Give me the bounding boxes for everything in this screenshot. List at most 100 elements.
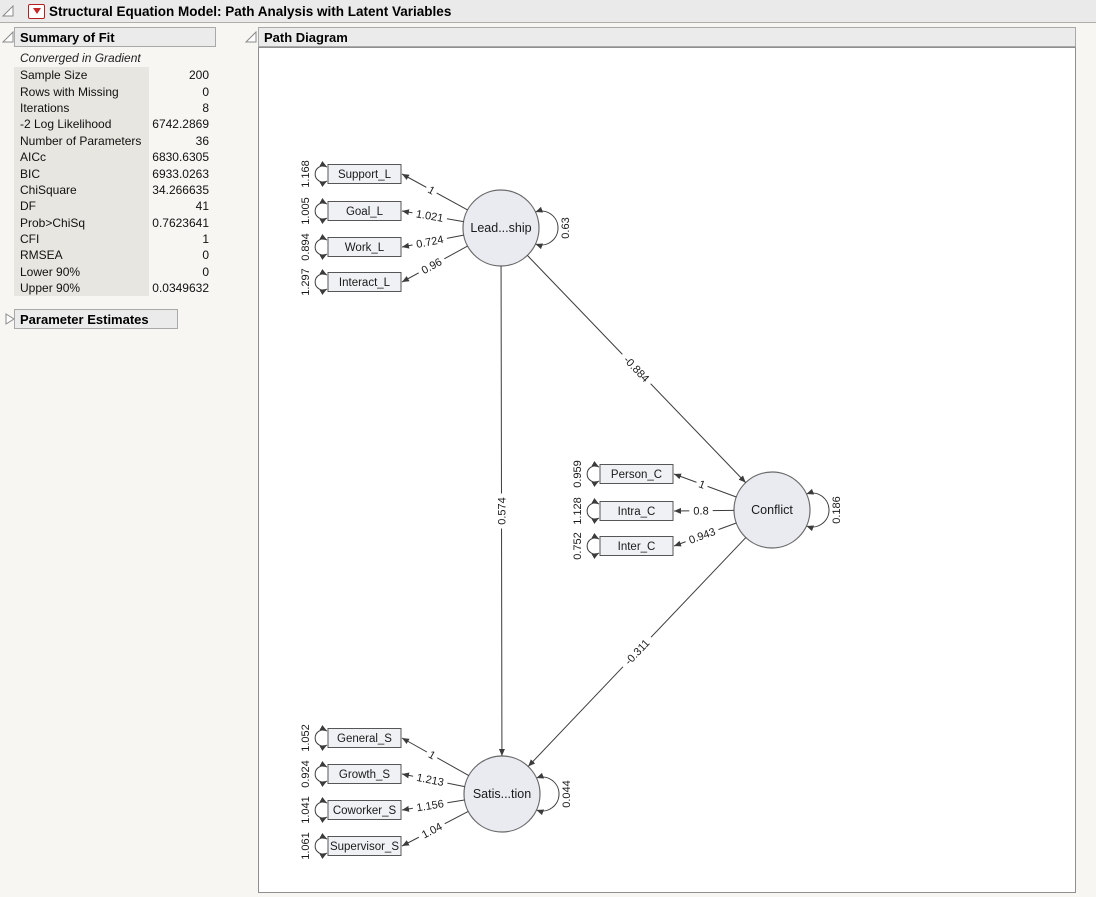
indicator-label-person_c: Person_C <box>611 469 662 481</box>
variance-loop-leadership[interactable] <box>535 206 559 250</box>
fit-row-value: 0 <box>202 248 209 263</box>
fit-row-label: Sample Size <box>14 67 149 84</box>
indicator-box-supervisor_s[interactable] <box>327 836 402 856</box>
error-loop-interact_l[interactable] <box>314 268 328 296</box>
loading-edge-growth_s-label: 1.213 <box>415 772 444 789</box>
fit-row: Lower 90%0 <box>14 263 211 281</box>
indicator-box-person_c[interactable] <box>599 464 674 484</box>
regression-leadership-to-conflict-label: -0.884 <box>621 354 651 385</box>
parameter-estimates-header[interactable]: Parameter Estimates <box>14 309 178 329</box>
fit-row-label: Prob>ChiSq <box>14 214 149 231</box>
indicator-box-growth_s[interactable] <box>327 764 402 784</box>
fit-row-value: 6933.0263 <box>152 166 209 181</box>
indicator-label-coworker_s: Coworker_S <box>333 805 397 817</box>
fit-row-label: RMSEA <box>14 247 149 264</box>
summary-disclosure-open-icon[interactable] <box>2 31 14 43</box>
error-label-supervisor_s: 1.061 <box>300 832 312 860</box>
variance-label-leadership: 0.63 <box>560 217 572 238</box>
red-hotspot-menu-icon[interactable] <box>28 3 45 19</box>
summary-of-fit-header[interactable]: Summary of Fit <box>14 27 216 47</box>
indicator-box-general_s[interactable] <box>327 728 402 748</box>
indicator-label-interact_l: Interact_L <box>339 277 391 289</box>
indicator-label-intra_c: Intra_C <box>618 506 656 518</box>
loading-edge-goal_l-label: 1.021 <box>415 208 444 225</box>
indicator-label-goal_l: Goal_L <box>346 206 384 218</box>
fit-row-value: 36 <box>195 133 209 148</box>
error-loop-intra_c[interactable] <box>586 497 600 525</box>
loading-edge-work_l-label: 0.724 <box>415 234 444 251</box>
indicator-box-coworker_s[interactable] <box>327 800 402 820</box>
loading-edge-inter_c-label: 0.943 <box>687 526 717 547</box>
loading-edge-coworker_s-label: 1.156 <box>416 798 445 814</box>
regression-conflict-to-satisfaction-label: -0.311 <box>623 637 653 667</box>
indicator-label-support_l: Support_L <box>338 169 392 181</box>
error-loop-goal_l[interactable] <box>314 197 328 225</box>
fit-row-value: 34.266635 <box>152 182 209 197</box>
fit-row-label: DF <box>14 198 149 215</box>
error-label-intra_c: 1.128 <box>572 497 584 525</box>
error-loop-supervisor_s[interactable] <box>314 832 328 860</box>
loading-edge-intra_c-label: 0.8 <box>693 505 708 517</box>
regression-leadership-to-satisfaction-label: 0.574 <box>496 497 508 525</box>
fit-row-label: BIC <box>14 165 149 182</box>
parameter-estimates-title: Parameter Estimates <box>20 311 149 327</box>
fit-row-label: Rows with Missing <box>14 83 149 100</box>
error-loop-growth_s[interactable] <box>314 760 328 788</box>
fit-row-value: 200 <box>188 68 209 83</box>
latent-label-leadership: Lead...ship <box>470 221 531 235</box>
error-loop-inter_c[interactable] <box>586 532 600 560</box>
variance-loop-satisfaction[interactable] <box>536 772 560 816</box>
loading-edge-person_c-label: 1 <box>697 478 707 491</box>
indicator-box-work_l[interactable] <box>327 237 402 257</box>
latent-label-conflict: Conflict <box>751 503 793 517</box>
path-diagram-header[interactable]: Path Diagram <box>258 27 1076 47</box>
error-loop-support_l[interactable] <box>314 160 328 188</box>
report-title-bar: Structural Equation Model: Path Analysis… <box>0 0 1096 23</box>
error-loop-coworker_s[interactable] <box>314 796 328 824</box>
variance-loop-conflict[interactable] <box>806 488 830 532</box>
fit-row-value: 1 <box>202 232 209 247</box>
fit-row: Sample Size 200 <box>14 67 211 84</box>
path-diagram-title: Path Diagram <box>264 29 348 45</box>
indicator-box-interact_l[interactable] <box>327 272 402 292</box>
fit-row-value: 0.0349632 <box>152 281 209 296</box>
fit-row-value: 0 <box>202 264 209 279</box>
loading-edge-general_s-label: 1 <box>426 749 437 762</box>
fit-row-value: 6742.2869 <box>152 117 209 132</box>
fit-row-label: ChiSquare <box>14 181 149 199</box>
fit-row-value: 6830.6305 <box>152 150 209 165</box>
fit-row-value: 8 <box>202 100 209 115</box>
variance-label-conflict: 0.186 <box>831 496 843 524</box>
fit-row: DF 41 <box>14 198 211 215</box>
indicator-label-supervisor_s: Supervisor_S <box>330 841 399 853</box>
fit-row-value: 41 <box>195 199 209 214</box>
fit-row-label: CFI <box>14 230 149 248</box>
error-loop-person_c[interactable] <box>586 460 600 488</box>
error-loop-general_s[interactable] <box>314 724 328 752</box>
error-loop-work_l[interactable] <box>314 233 328 261</box>
path-diagram-disclosure-open-icon[interactable] <box>245 31 257 43</box>
indicator-box-goal_l[interactable] <box>327 201 402 221</box>
parameter-estimates-disclosure-collapsed-icon[interactable] <box>4 313 16 325</box>
error-label-coworker_s: 1.041 <box>300 796 312 824</box>
error-label-work_l: 0.894 <box>300 233 312 261</box>
indicator-box-inter_c[interactable] <box>599 536 674 556</box>
fit-row-value: 0.7623641 <box>152 215 209 230</box>
indicator-box-support_l[interactable] <box>327 164 402 184</box>
disclosure-open-icon[interactable] <box>2 5 14 17</box>
error-label-support_l: 1.168 <box>300 160 312 188</box>
indicator-label-general_s: General_S <box>337 733 392 745</box>
indicator-box-intra_c[interactable] <box>599 501 674 521</box>
indicator-label-work_l: Work_L <box>345 242 385 254</box>
error-label-goal_l: 1.005 <box>300 197 312 225</box>
loading-edge-support_l-label: 1 <box>426 184 437 197</box>
